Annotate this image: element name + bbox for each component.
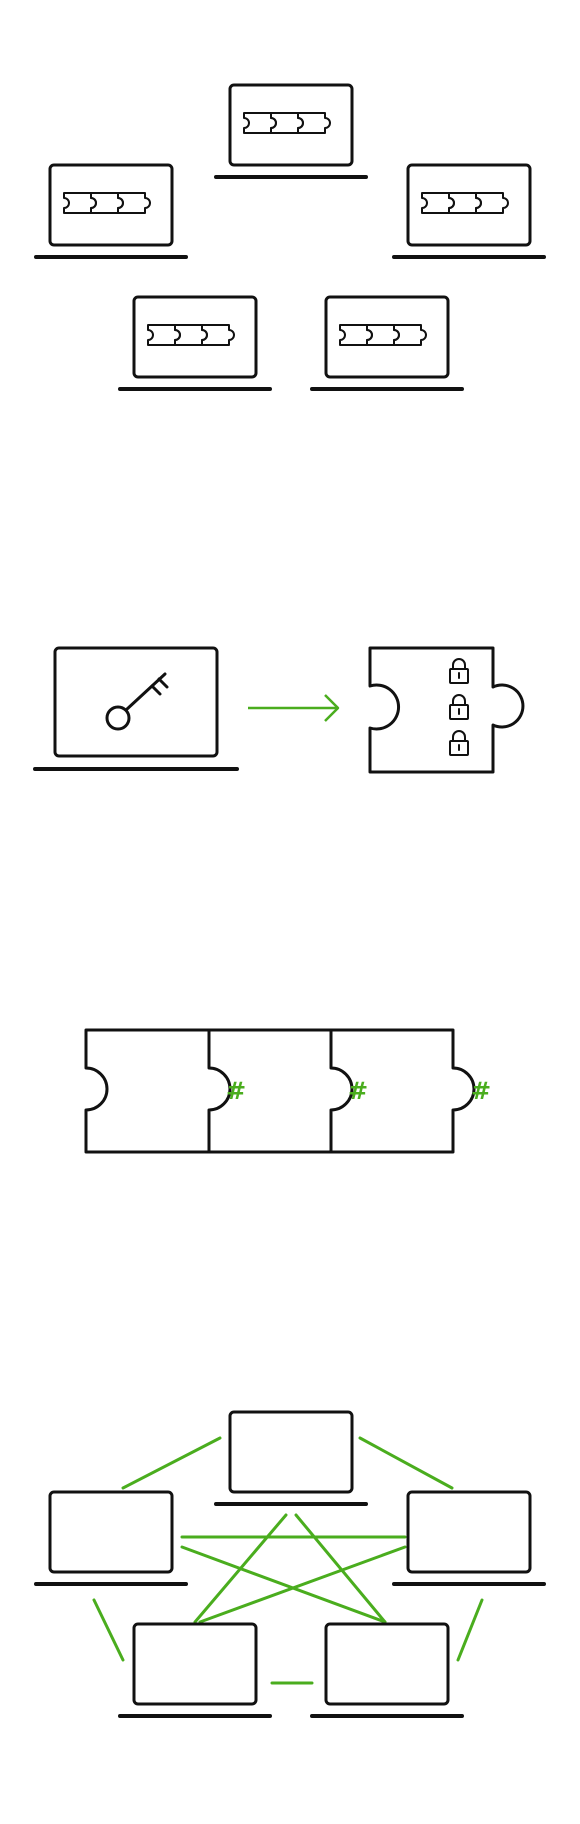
laptop-icon xyxy=(310,295,464,391)
network-link xyxy=(193,1513,288,1624)
network-link xyxy=(294,1513,387,1624)
chain-block xyxy=(84,1028,232,1154)
laptop-icon xyxy=(118,1622,272,1718)
network-link xyxy=(121,1436,222,1490)
padlock-icon xyxy=(449,658,469,756)
laptop-icon xyxy=(310,1622,464,1718)
hash-symbol: # xyxy=(226,1077,246,1105)
panel-signing xyxy=(33,646,525,774)
network-link xyxy=(92,1598,125,1662)
laptop-icon xyxy=(34,163,188,259)
hash-symbol: # xyxy=(471,1077,491,1105)
laptop-icon xyxy=(33,646,239,771)
chain-block xyxy=(329,1028,476,1154)
hash-symbol: # xyxy=(348,1077,368,1105)
network-link xyxy=(180,1545,387,1624)
laptop-icon xyxy=(214,1410,368,1506)
laptop-icon xyxy=(392,1490,546,1586)
laptop-icon xyxy=(34,1490,188,1586)
network-link xyxy=(456,1598,484,1662)
chain-block xyxy=(207,1028,354,1154)
network-link xyxy=(358,1436,454,1490)
arrow-icon xyxy=(248,694,340,722)
network-links xyxy=(92,1436,484,1685)
panel-distributed-ledger xyxy=(34,83,546,391)
puzzle-block-icon xyxy=(368,646,525,774)
network-link xyxy=(198,1545,407,1624)
key-icon xyxy=(105,672,169,731)
laptop-icon xyxy=(214,83,368,179)
panel-network xyxy=(34,1410,546,1718)
panel-hash-chain: # # # xyxy=(84,1028,491,1154)
laptop-icon xyxy=(118,295,272,391)
laptop-icon xyxy=(392,163,546,259)
